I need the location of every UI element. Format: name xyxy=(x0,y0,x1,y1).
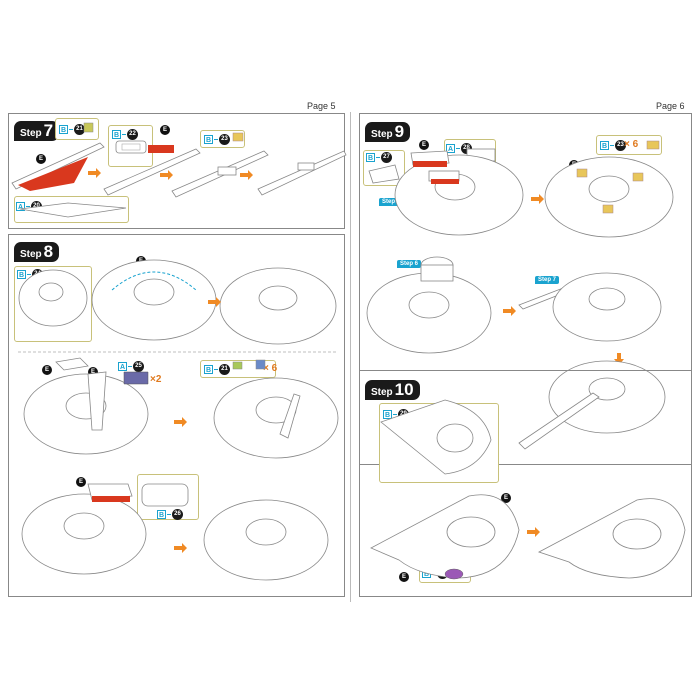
step-9-panel xyxy=(359,113,692,465)
marker-e: E xyxy=(42,365,52,375)
substep-tag-6: Step 6 xyxy=(397,260,422,268)
step-8-panel xyxy=(8,234,345,597)
count-b23: × 6 xyxy=(624,139,639,150)
step-8-illustration xyxy=(18,259,339,581)
marker-e: E xyxy=(160,125,170,135)
step-10-panel xyxy=(359,370,692,597)
step-9-illustration xyxy=(366,140,674,450)
page-number-left: Page 5 xyxy=(307,101,336,111)
step-9-callout-23 xyxy=(596,135,662,155)
count-a25: ×2 xyxy=(150,374,162,385)
marker-e: E xyxy=(399,572,409,582)
marker-e: E xyxy=(419,140,429,150)
marker-e: E xyxy=(36,154,46,164)
marker-e: E xyxy=(88,367,98,377)
step-10-illustration xyxy=(370,399,686,580)
marker-e: E xyxy=(76,477,86,487)
substep-tag-7: Step 7 xyxy=(535,276,560,284)
page-number-right: Page 6 xyxy=(656,101,685,111)
count-b21: × 6 xyxy=(263,363,278,374)
step-7-panel xyxy=(8,113,345,229)
step-7-illustration xyxy=(11,122,347,218)
substep-tag-8: Step 8 xyxy=(379,198,404,206)
page-divider xyxy=(350,112,351,602)
marker-e: E xyxy=(501,493,511,503)
